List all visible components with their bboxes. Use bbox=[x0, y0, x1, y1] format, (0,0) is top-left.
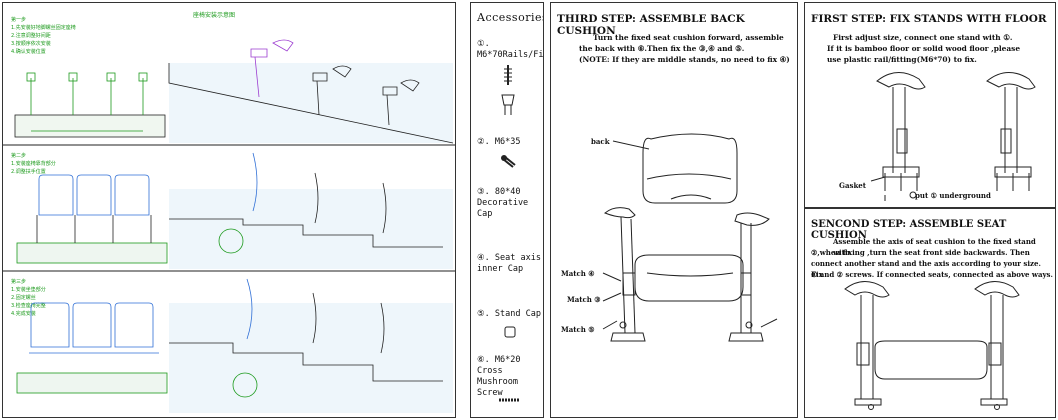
accessory-1-num: ①. bbox=[477, 39, 490, 49]
accessory-2-text: M6*35 bbox=[494, 137, 521, 147]
section-2-side-view bbox=[169, 152, 453, 269]
accessory-2: ②. M6*35 bbox=[477, 137, 543, 148]
accessory-4-text: Seat axis inner Cap bbox=[477, 253, 541, 274]
first-step-panel: FIRST STEP: FIX STANDS WITH FLOOR First … bbox=[804, 2, 1056, 208]
accessory-6-num: ⑥. bbox=[477, 355, 490, 365]
section-3-step: 第三步 bbox=[11, 279, 27, 285]
accessory-5-text: Stand Cap bbox=[494, 309, 541, 319]
section-3-side-view bbox=[169, 278, 453, 413]
first-step-line-2: If it is bamboo floor or solid wood floo… bbox=[827, 44, 1021, 53]
section-3-note-1: 1.安装坐垫部分 bbox=[11, 287, 46, 293]
section-3-front-view bbox=[16, 302, 168, 394]
screw-icon bbox=[501, 155, 516, 168]
accessories-panel: Accessories ①. M6*70Rails/Fitting ②. M6*… bbox=[470, 2, 544, 418]
section-3-note-4: 4.完成安装 bbox=[11, 311, 36, 317]
mushroom-screw-icon bbox=[499, 398, 519, 402]
second-step-panel: SENCOND STEP: ASSEMBLE SEAT CUSHION Asse… bbox=[804, 208, 1056, 418]
accessory-3-num: ③. bbox=[477, 187, 490, 197]
section-1-side-view bbox=[168, 39, 454, 144]
section-3-note-2: 2.固定螺丝 bbox=[11, 295, 36, 301]
section-1-note-3: 3.按顺序依次安装 bbox=[11, 41, 51, 47]
section-2-front-view bbox=[16, 174, 168, 264]
rail-fitting-icon bbox=[501, 65, 515, 115]
third-step-title: THIRD STEP: ASSEMBLE BACK CUSHION bbox=[557, 13, 745, 37]
installation-drawing bbox=[3, 39, 455, 413]
first-step-line-1: First adjust size, connect one stand wit… bbox=[833, 33, 1013, 42]
stand-fixing-drawing bbox=[870, 72, 1036, 201]
installation-drawing-panel: 座椅安装示意图 第一步 1.先安装好地脚螺丝固定座椅 2.注意调整好间距 3.按… bbox=[2, 2, 456, 418]
section-2-note-1: 1.安装座椅靠背部分 bbox=[11, 161, 56, 167]
drawing-title: 座椅安装示意图 bbox=[193, 12, 236, 19]
accessory-4: ④. Seat axis inner Cap bbox=[477, 253, 543, 275]
accessory-6-text: M6*20 Cross Mushroom Screw bbox=[477, 355, 521, 398]
seat-cushion-drawing bbox=[844, 281, 1020, 410]
accessory-3: ③. 80*40 Decorative Cap bbox=[477, 187, 543, 220]
section-1-note-1: 1.先安装好地脚螺丝固定座椅 bbox=[11, 25, 76, 31]
second-step-line-3: connect another stand and the axis accor… bbox=[811, 259, 1041, 279]
third-step-panel: THIRD STEP: ASSEMBLE BACK CUSHION Turn t… bbox=[550, 2, 798, 418]
match-4-label: Match ④ bbox=[561, 269, 595, 278]
section-1-note-4: 4.确认安装位置 bbox=[11, 49, 46, 55]
second-step-line-1: Assemble the axis of seat cushion to the… bbox=[833, 237, 1036, 257]
accessory-3-text: 80*40 Decorative Cap bbox=[477, 187, 529, 219]
chair-assembly-drawing bbox=[602, 133, 778, 342]
back-label: back bbox=[591, 137, 610, 146]
third-step-line-3: (NOTE: If they are middle stands, no nee… bbox=[579, 55, 790, 64]
put-underground-label: put ① underground bbox=[915, 191, 991, 200]
match-5-label: Match ⑤ bbox=[561, 325, 595, 334]
accessory-2-num: ②. bbox=[477, 137, 490, 147]
accessory-1: ①. M6*70Rails/Fitting bbox=[477, 39, 543, 61]
section-2-note-2: 2.调整扶手位置 bbox=[11, 169, 46, 175]
stand-cap-icon bbox=[504, 326, 516, 338]
second-step-title: SENCOND STEP: ASSEMBLE SEAT CUSHION bbox=[811, 219, 1007, 241]
second-step-line-2: ②,when fixing ,turn the seat front side … bbox=[811, 248, 1030, 257]
gasket-label: Gasket bbox=[839, 181, 866, 190]
section-3-note-3: 3.检查座椅完整 bbox=[11, 303, 46, 309]
section-1-note-2: 2.注意调整好间距 bbox=[11, 33, 51, 39]
accessory-5: ⑤. Stand Cap bbox=[477, 309, 543, 320]
section-2-step: 第二步 bbox=[11, 153, 27, 159]
third-step-line-2: the back with ⑥.Then fix the ③,④ and ⑤. bbox=[579, 44, 745, 53]
first-step-line-3: use plastic rail/fitting(M6*70) to fix. bbox=[827, 55, 977, 64]
first-step-title: FIRST STEP: FIX STANDS WITH FLOOR bbox=[811, 13, 1047, 25]
accessory-5-num: ⑤. bbox=[477, 309, 490, 319]
accessory-4-num: ④. bbox=[477, 253, 490, 263]
match-3-label: Match ③ bbox=[567, 295, 601, 304]
second-step-line-4: ① and ② screws. If connected seats, conn… bbox=[811, 270, 1053, 279]
accessory-6: ⑥. M6*20 Cross Mushroom Screw bbox=[477, 355, 543, 399]
accessories-title: Accessories bbox=[477, 11, 544, 24]
accessory-1-text: M6*70Rails/Fitting bbox=[477, 50, 544, 60]
section-1-front-view bbox=[14, 72, 166, 138]
section-1-step: 第一步 bbox=[11, 17, 27, 23]
third-step-line-1: Turn the fixed seat cushion forward, ass… bbox=[593, 33, 784, 42]
